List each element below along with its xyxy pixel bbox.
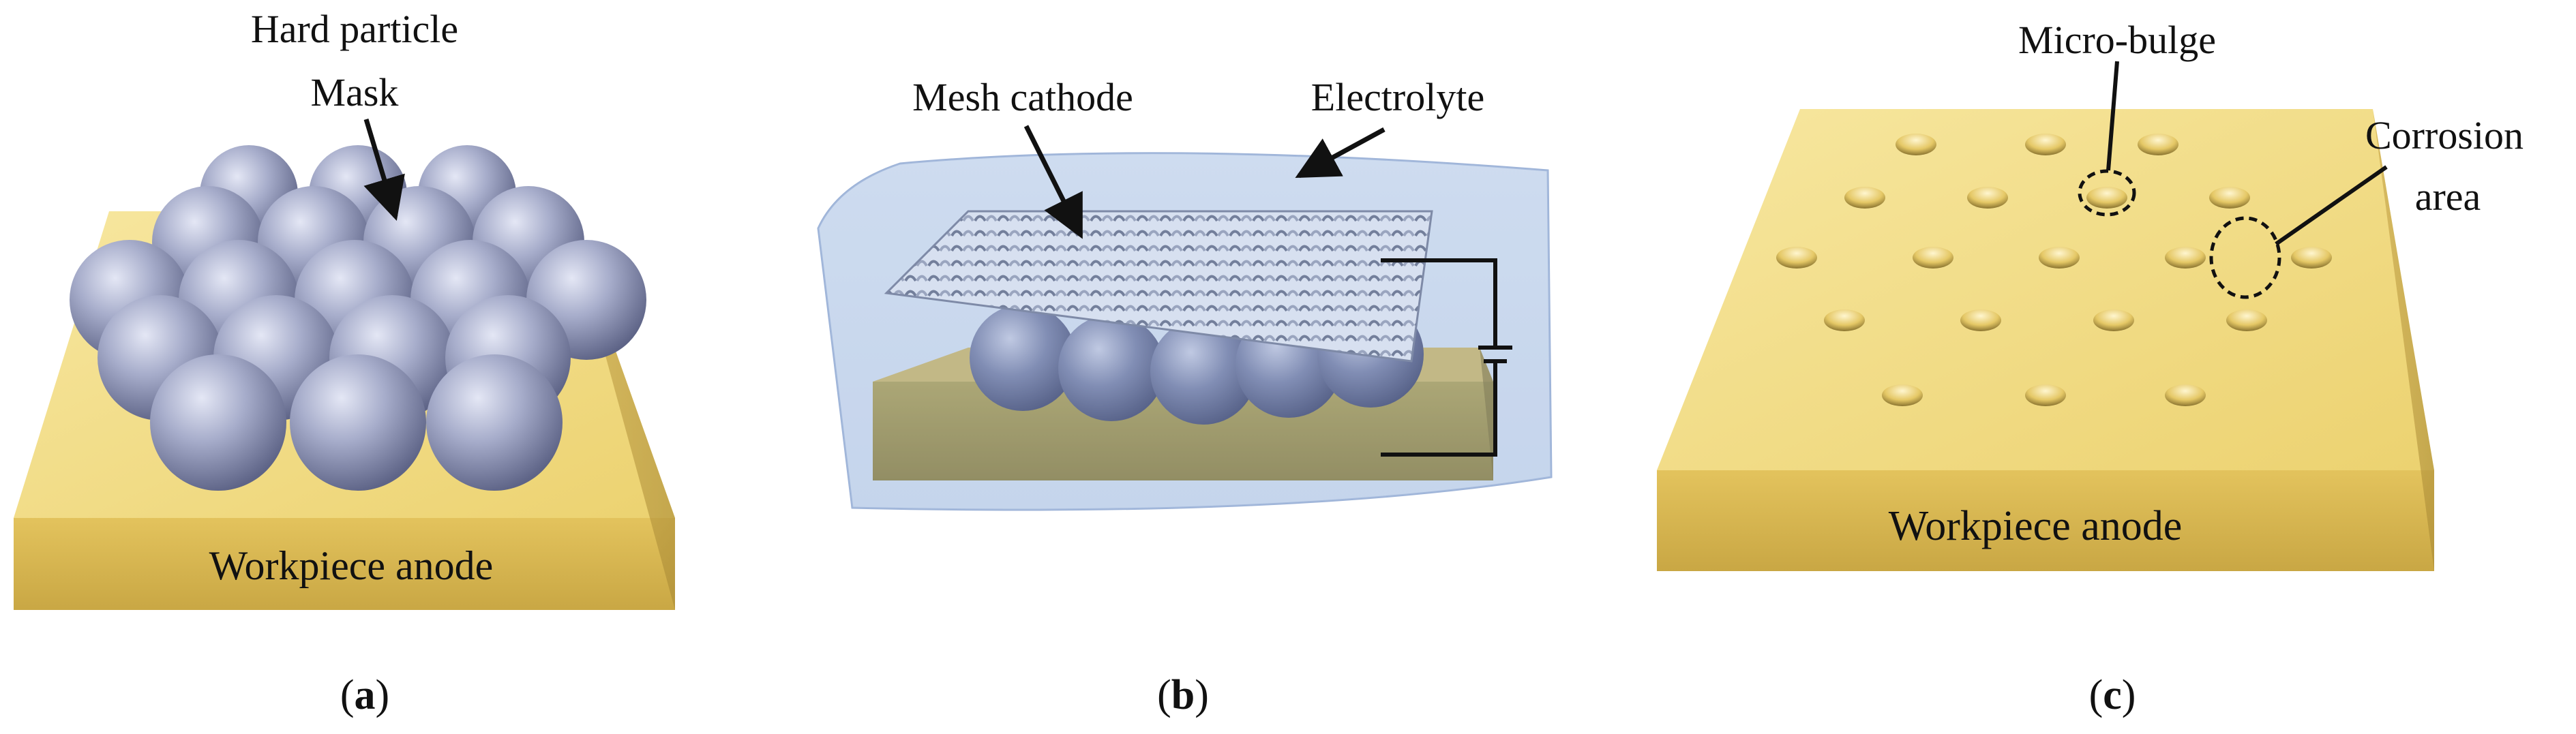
- micro-bulge: [2291, 247, 2332, 269]
- micro-bulge: [2226, 309, 2267, 331]
- micro-bulge: [2093, 309, 2134, 331]
- micro-bulge: [2209, 187, 2250, 209]
- mask-arrow: [363, 118, 405, 221]
- electrolyte-arrow: [1295, 127, 1386, 179]
- micro-bulge: [1960, 309, 2001, 331]
- micro-bulge-marker: [2078, 169, 2136, 217]
- panel-c: Micro-bulge Corrosion area Workpiece ano…: [1657, 18, 2523, 718]
- hard-particle-sphere: [970, 305, 1076, 411]
- micro-bulge: [1967, 187, 2008, 209]
- hard-particle-sphere: [150, 354, 286, 491]
- panel-b: Mesh cathode Electrolyte (b): [817, 75, 1553, 718]
- micro-bulge: [2165, 247, 2206, 269]
- corrosion-area-leader: [2275, 165, 2388, 246]
- micro-bulge-label: Micro-bulge: [2018, 18, 2216, 62]
- electrolyte-overlay: [818, 153, 1551, 510]
- workpiece-block-c: [1657, 109, 2434, 571]
- mesh-cathode-arrow: [1023, 125, 1083, 239]
- hard-particle-mask-spheres: [70, 145, 646, 491]
- micro-bulge: [2025, 384, 2066, 406]
- corrosion-label-line1: Corrosion: [2365, 113, 2523, 157]
- electrolyte-label: Electrolyte: [1311, 75, 1484, 119]
- hard-particle-sphere: [1150, 318, 1257, 425]
- caption-a: (a): [340, 672, 389, 718]
- workpiece-anode-label-c: Workpiece anode: [1889, 503, 2183, 549]
- mesh-cathode: [884, 210, 1433, 363]
- micro-bulge: [2039, 247, 2080, 269]
- hard-particle-label: Hard particle: [251, 7, 458, 51]
- hard-particle-sphere: [290, 354, 426, 491]
- caption-b: (b): [1157, 672, 1209, 718]
- hard-particle-sphere: [1058, 315, 1165, 421]
- micro-bulge: [1896, 134, 1936, 155]
- caption-c: (c): [2089, 672, 2136, 718]
- corrosion-area-marker: [2209, 216, 2281, 299]
- panel-a: Hard particle Mask Workpiece anode (a): [14, 7, 675, 718]
- micro-bulge: [1882, 384, 1923, 406]
- micro-bulges: [1776, 134, 2332, 406]
- mask-label: Mask: [311, 70, 399, 114]
- workpiece-anode-label-a: Workpiece anode: [209, 543, 494, 588]
- micro-bulge: [2025, 134, 2066, 155]
- micro-bulge: [1913, 247, 1953, 269]
- micro-bulge: [2165, 384, 2206, 406]
- micro-bulge: [2086, 187, 2127, 209]
- micro-bulge: [1776, 247, 1817, 269]
- mesh-cathode-label: Mesh cathode: [912, 75, 1133, 119]
- micro-bulge: [1824, 309, 1865, 331]
- power-circuit: [1381, 258, 1512, 457]
- micro-bulge: [2138, 134, 2178, 155]
- corrosion-label-line2: area: [2415, 174, 2481, 219]
- micro-bulge: [1844, 187, 1885, 209]
- micro-bulge-leader: [2106, 61, 2119, 171]
- hard-particle-sphere: [426, 354, 563, 491]
